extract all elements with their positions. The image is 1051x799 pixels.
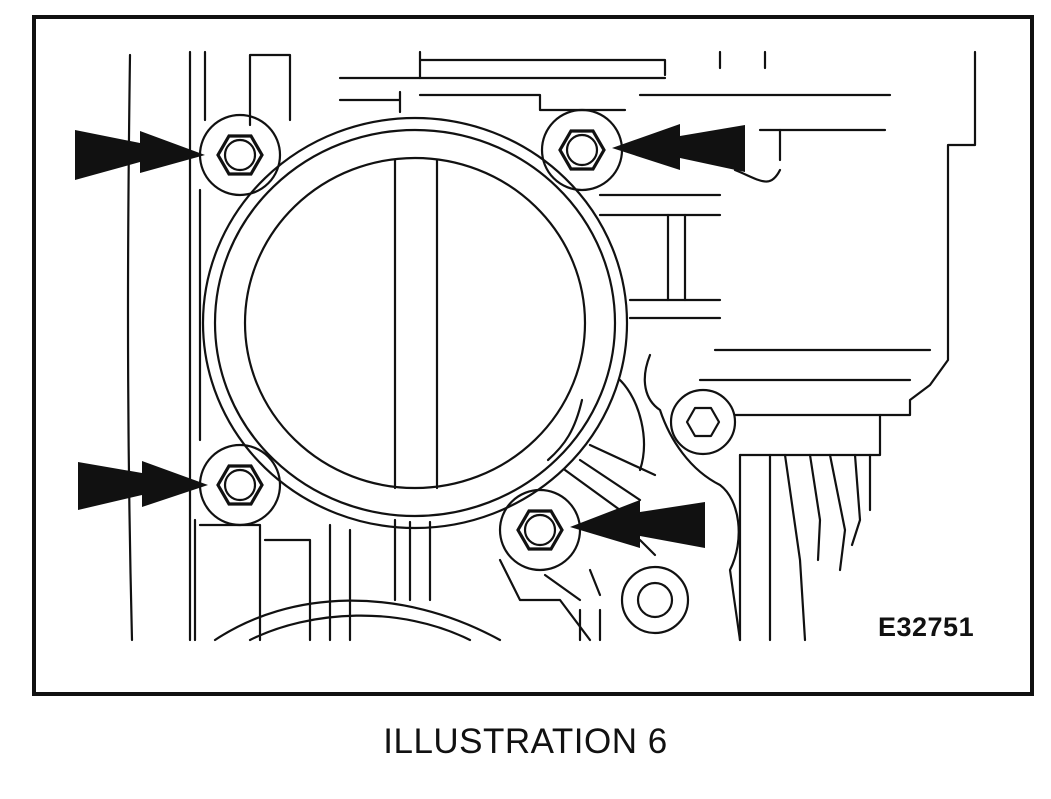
arrow-bottom-left [78, 461, 208, 510]
casting-line [338, 90, 402, 114]
lower-stud [620, 565, 690, 635]
throttle-body-outer-flange [201, 116, 629, 530]
housing-line [598, 193, 722, 217]
arrow-top-left [75, 130, 205, 180]
housing-outline [738, 50, 977, 457]
casting-line [248, 53, 292, 127]
throttle-bore [243, 156, 587, 490]
housing-line [628, 298, 722, 320]
housing-curve [733, 168, 782, 183]
casting-line [578, 608, 602, 642]
harness-wire [783, 453, 807, 642]
casting-line [638, 538, 657, 557]
bracket-outline [643, 353, 742, 642]
figure-code: E32751 [878, 612, 975, 642]
engine-linework [75, 50, 977, 642]
diagram-frame [32, 15, 1034, 696]
casting-line [498, 558, 592, 642]
bracket-edge [618, 378, 646, 472]
bore-highlight [546, 398, 584, 462]
harness-wire [808, 453, 822, 562]
throttle-body-flange-ring [213, 128, 617, 518]
casting-edge-left [126, 53, 134, 642]
pulley-arc [248, 614, 472, 642]
casting-line [418, 50, 667, 80]
harness-wire [850, 453, 862, 547]
casting-line [263, 538, 312, 642]
casting-line [543, 568, 602, 602]
figure-caption: ILLUSTRATION 6 [383, 722, 668, 761]
bracket-bolt [669, 388, 737, 456]
casting-line [328, 523, 352, 642]
arrow-bottom-right [570, 500, 705, 548]
harness-wire [828, 453, 847, 572]
rib-line [563, 443, 657, 512]
housing-line [666, 213, 687, 302]
casting-line [193, 518, 262, 642]
pulley-arc [213, 599, 502, 642]
casting-line [393, 518, 432, 602]
arrow-top-right [612, 124, 745, 172]
casting-line [718, 50, 767, 70]
